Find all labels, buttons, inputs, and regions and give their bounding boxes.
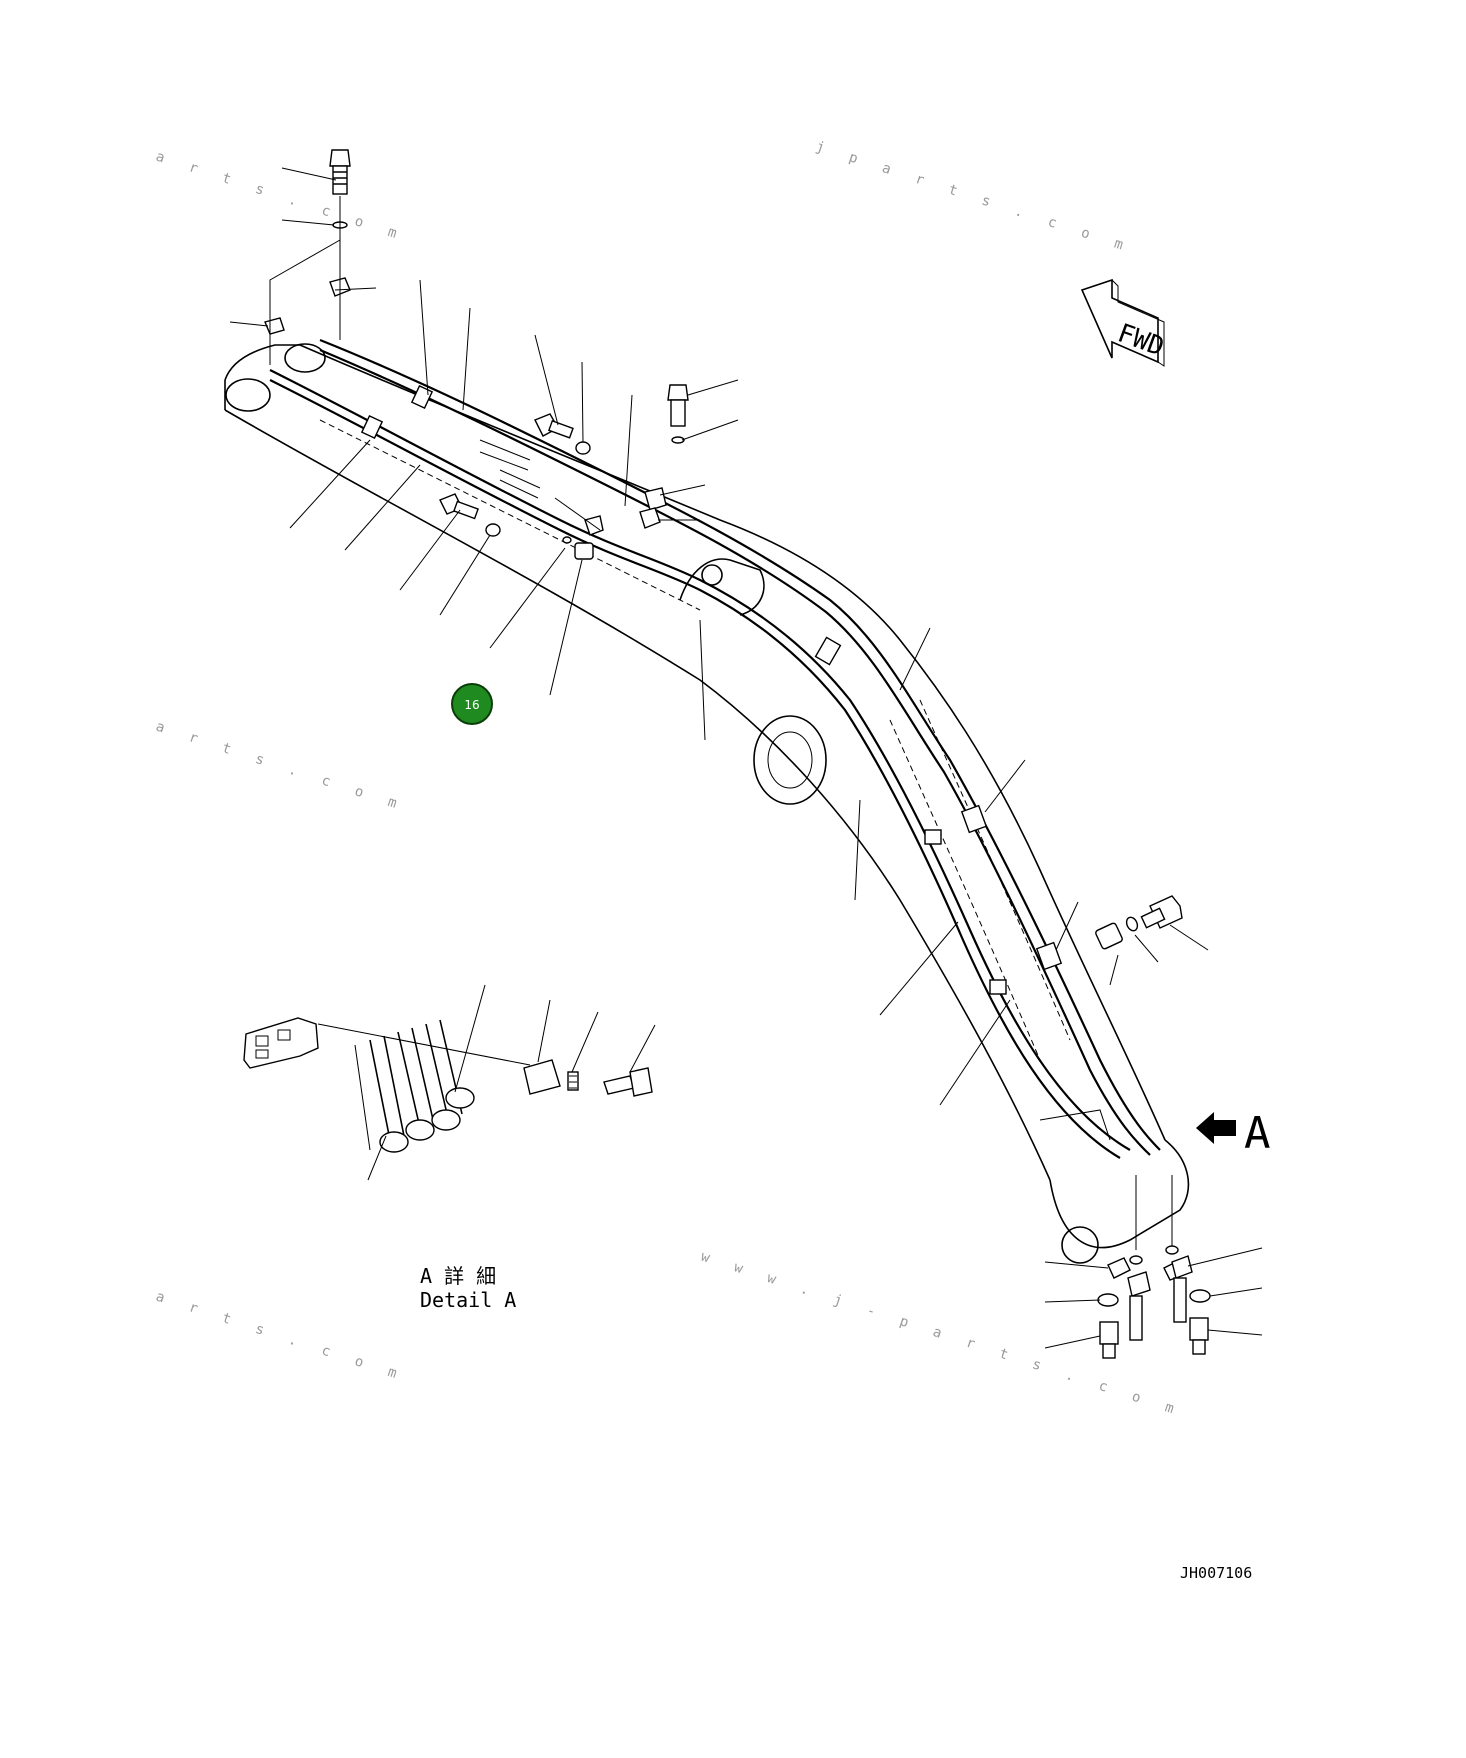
forward-arrow-icon: FWD xyxy=(1080,278,1168,367)
hydraulic-pipes xyxy=(269,338,1161,1159)
callout-16-label: 16 xyxy=(464,698,479,712)
watermark-1: a r t s . c o m xyxy=(154,149,408,245)
upper-fittings xyxy=(264,149,689,560)
view-arrow-icon xyxy=(1196,1112,1236,1144)
view-a-indicator: A xyxy=(1196,1108,1271,1159)
foot-fittings xyxy=(1044,1175,1263,1359)
forward-label: FWD xyxy=(1114,318,1168,362)
detail-title-jp: A 詳 細 xyxy=(420,1264,496,1288)
watermark-2: j p a r t s . c o m xyxy=(814,139,1134,257)
watermark-5: a r t s . c o m xyxy=(154,1289,408,1385)
detail-title-en: Detail A xyxy=(420,1288,516,1312)
detail-a-inset xyxy=(243,984,656,1181)
view-label: A xyxy=(1244,1108,1271,1159)
leader-lines xyxy=(229,167,1079,1106)
boom-body xyxy=(224,343,1190,1264)
watermark-3: a r t s . c o m xyxy=(154,719,408,815)
callout-16[interactable]: 16 xyxy=(451,683,493,725)
watermarks: a r t s . c o m j p a r t s . c o m a r … xyxy=(154,139,1185,1420)
drawing-number: JH007106 xyxy=(1180,1564,1252,1582)
elbow-fittings xyxy=(1095,895,1209,986)
